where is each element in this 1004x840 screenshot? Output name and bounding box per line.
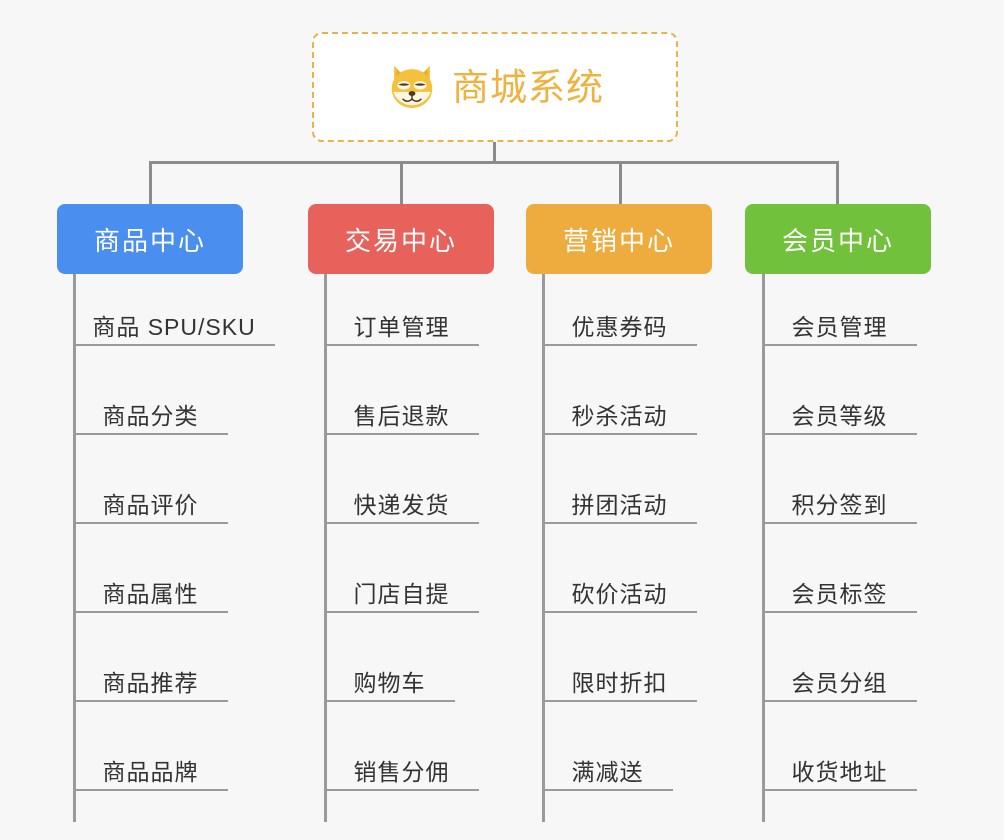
leaf-label: 秒杀活动	[571, 402, 668, 429]
leaf-label: 商品分类	[102, 402, 199, 429]
leaf-label: 拼团活动	[571, 491, 668, 518]
leaf-label: 满减送	[571, 758, 644, 785]
leaf-item-marketing-5[interactable]: 满减送	[542, 735, 673, 791]
leaf-label: 收货地址	[791, 758, 888, 785]
leaf-label: 购物车	[353, 669, 426, 696]
leaf-item-trade-5[interactable]: 销售分佣	[324, 735, 479, 791]
leaf-item-marketing-2[interactable]: 拼团活动	[542, 468, 697, 524]
leaf-item-trade-3[interactable]: 门店自提	[324, 557, 479, 613]
category-label-marketing-center: 营销中心	[562, 225, 675, 256]
connector-drop-marketing-center	[619, 161, 622, 204]
connector-root-stem	[493, 142, 496, 164]
leaf-label: 优惠券码	[571, 313, 668, 340]
leaf-item-member-4[interactable]: 会员分组	[762, 646, 917, 702]
leaf-label: 商品属性	[102, 580, 199, 607]
leaf-label: 商品品牌	[102, 758, 199, 785]
leaf-label: 商品 SPU/SKU	[92, 313, 256, 340]
leaf-item-product-4[interactable]: 商品推荐	[73, 646, 228, 702]
leaf-label: 商品评价	[102, 491, 199, 518]
leaf-item-product-0[interactable]: 商品 SPU/SKU	[73, 290, 275, 346]
leaf-label: 砍价活动	[571, 580, 668, 607]
category-label-product-center: 商品中心	[93, 225, 206, 256]
category-label-trade-center: 交易中心	[344, 225, 457, 256]
leaf-item-trade-1[interactable]: 售后退款	[324, 379, 479, 435]
leaf-label: 积分签到	[791, 491, 888, 518]
category-label-member-center: 会员中心	[781, 225, 894, 256]
leaf-item-member-3[interactable]: 会员标签	[762, 557, 917, 613]
leaf-label: 会员管理	[791, 313, 888, 340]
leaf-label: 销售分佣	[353, 758, 450, 785]
leaf-label: 会员等级	[791, 402, 888, 429]
leaf-item-member-2[interactable]: 积分签到	[762, 468, 917, 524]
category-box-member-center[interactable]: 会员中心	[745, 204, 931, 274]
connector-drop-trade-center	[400, 161, 403, 204]
category-box-product-center[interactable]: 商品中心	[57, 204, 243, 274]
leaf-item-product-2[interactable]: 商品评价	[73, 468, 228, 524]
leaf-item-product-5[interactable]: 商品品牌	[73, 735, 228, 791]
spine-marketing-center	[542, 274, 545, 822]
connector-drop-member-center	[836, 161, 839, 204]
root-node-title: 商城系统	[452, 66, 604, 108]
leaf-label: 商品推荐	[102, 669, 199, 696]
leaf-label: 售后退款	[353, 402, 450, 429]
leaf-item-trade-0[interactable]: 订单管理	[324, 290, 479, 346]
spine-trade-center	[324, 274, 327, 822]
leaf-item-member-0[interactable]: 会员管理	[762, 290, 917, 346]
leaf-item-product-1[interactable]: 商品分类	[73, 379, 228, 435]
leaf-item-member-5[interactable]: 收货地址	[762, 735, 917, 791]
leaf-item-marketing-0[interactable]: 优惠券码	[542, 290, 697, 346]
leaf-item-marketing-4[interactable]: 限时折扣	[542, 646, 697, 702]
leaf-item-marketing-3[interactable]: 砍价活动	[542, 557, 697, 613]
leaf-label: 限时折扣	[571, 669, 668, 696]
connector-drop-product-center	[149, 161, 152, 204]
category-box-marketing-center[interactable]: 营销中心	[526, 204, 712, 274]
leaf-label: 订单管理	[353, 313, 450, 340]
spine-member-center	[762, 274, 765, 822]
leaf-item-member-1[interactable]: 会员等级	[762, 379, 917, 435]
leaf-label: 会员标签	[791, 580, 888, 607]
leaf-item-trade-2[interactable]: 快递发货	[324, 468, 479, 524]
connector-horizontal-bus	[150, 161, 838, 164]
leaf-label: 快递发货	[353, 491, 450, 518]
root-node-shop-system[interactable]: 商城系统	[312, 32, 678, 142]
leaf-item-marketing-1[interactable]: 秒杀活动	[542, 379, 697, 435]
leaf-item-product-3[interactable]: 商品属性	[73, 557, 228, 613]
spine-product-center	[73, 274, 76, 822]
leaf-item-trade-4[interactable]: 购物车	[324, 646, 455, 702]
leaf-label: 会员分组	[791, 669, 888, 696]
shiba-dog-face-icon	[391, 65, 433, 109]
category-box-trade-center[interactable]: 交易中心	[308, 204, 494, 274]
leaf-label: 门店自提	[353, 580, 450, 607]
